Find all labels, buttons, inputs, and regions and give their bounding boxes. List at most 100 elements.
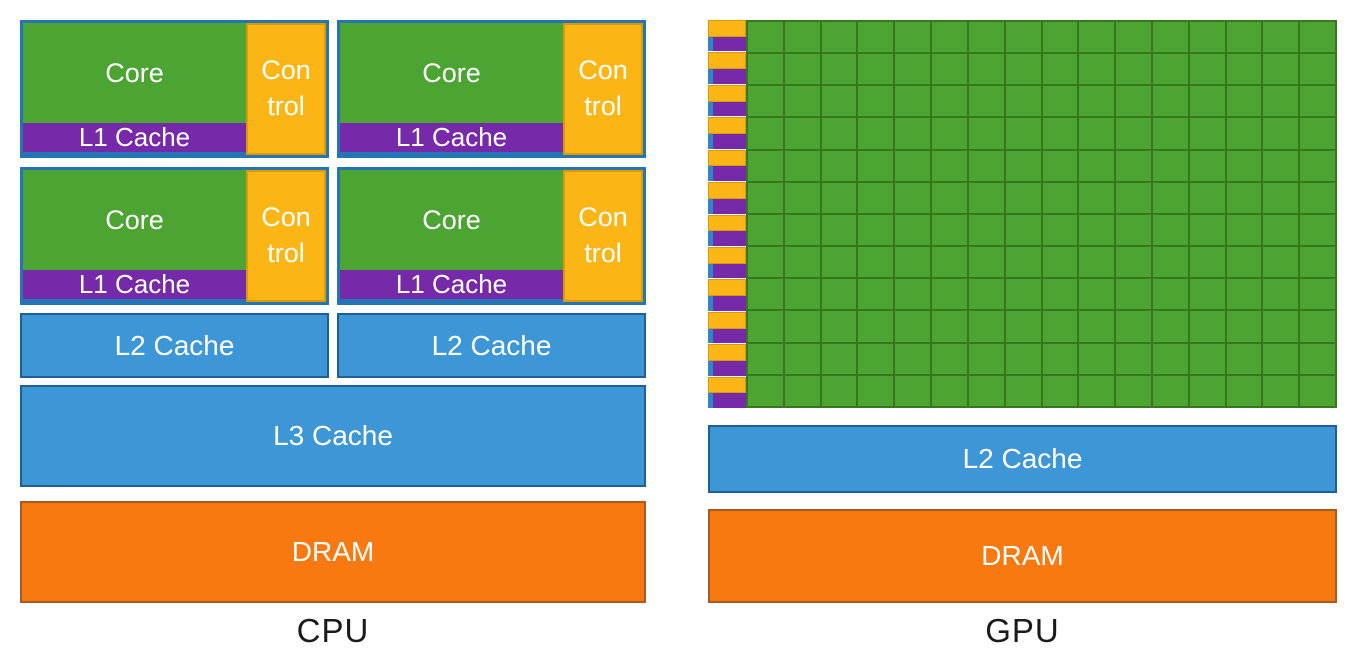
gpu-core-cell	[895, 86, 931, 117]
gpu-core-cell	[1189, 86, 1225, 117]
gpu-core-cell	[748, 118, 783, 149]
gpu-row-control-l1	[708, 149, 746, 182]
gpu-core-cell	[1042, 54, 1078, 85]
gpu-core-cell	[858, 54, 894, 85]
gpu-core-cell	[784, 214, 820, 246]
gpu-core-cell	[1152, 86, 1188, 117]
gpu-row-control-l1	[708, 84, 746, 117]
gpu-core-cell	[1042, 22, 1078, 53]
gpu-core-cell	[1226, 182, 1262, 213]
gpu-core-cell	[858, 279, 894, 310]
gpu-core-cell	[821, 118, 857, 149]
gpu-core-cell	[1152, 182, 1188, 213]
gpu-core-cell	[1042, 118, 1078, 149]
gpu-core-cell	[821, 214, 857, 246]
gpu-core-cell	[1116, 247, 1151, 278]
gpu-core-cell	[1152, 22, 1188, 53]
cpu-l2-cache-block: L2 Cache	[20, 313, 329, 378]
gpu-row-control-l1	[708, 117, 746, 149]
gpu-core-cell	[1042, 86, 1078, 117]
gpu-core-cell	[932, 375, 967, 406]
gpu-l1-mini-block	[708, 231, 746, 246]
gpu-core-cell	[1042, 311, 1078, 342]
gpu-core-cell	[1079, 86, 1115, 117]
gpu-core-cell	[968, 214, 1004, 246]
gpu-core-cell	[748, 279, 783, 310]
gpu-l1-mini-block	[708, 263, 746, 279]
gpu-core-cell	[968, 279, 1004, 310]
gpu-core-cell	[1005, 22, 1041, 53]
gpu-core-cell	[895, 150, 931, 181]
gpu-core-cell	[1300, 182, 1335, 213]
gpu-core-cell	[1263, 182, 1299, 213]
gpu-core-cell	[821, 150, 857, 181]
gpu-core-cell	[1005, 150, 1041, 181]
gpu-core-cell	[895, 343, 931, 374]
gpu-core-cell	[1300, 214, 1335, 246]
gpu-core-cell	[1079, 54, 1115, 85]
gpu-control-mini-block	[708, 52, 746, 70]
gpu-core-cell	[1226, 22, 1262, 53]
cpu-l1-cache-block: L1 Cache	[340, 123, 563, 152]
gpu-core-cell	[821, 86, 857, 117]
gpu-control-mini-block	[708, 20, 746, 37]
gpu-core-cell	[1116, 375, 1151, 406]
gpu-control-mini-block	[708, 84, 746, 102]
gpu-l1-mini-block	[708, 296, 746, 311]
gpu-core-cell	[968, 54, 1004, 85]
cpu-caption: CPU	[296, 612, 370, 649]
gpu-l1-mini-block	[708, 133, 746, 149]
gpu-core-cell	[1116, 214, 1151, 246]
gpu-core-cell	[1189, 150, 1225, 181]
gpu-core-cell	[1079, 311, 1115, 342]
gpu-core-cell	[784, 22, 820, 53]
gpu-core-cell	[784, 118, 820, 149]
gpu-core-cell	[1079, 343, 1115, 374]
gpu-core-cell	[1005, 118, 1041, 149]
gpu-core-cell	[1116, 150, 1151, 181]
gpu-core-cell	[821, 311, 857, 342]
gpu-core-cell	[1189, 54, 1225, 85]
gpu-core-cell	[858, 214, 894, 246]
gpu-row-control-l1	[708, 246, 746, 279]
cpu-core-block: Core	[340, 23, 563, 123]
gpu-core-cell	[1300, 279, 1335, 310]
gpu-core-cell	[784, 182, 820, 213]
gpu-core-cell	[1300, 375, 1335, 406]
cpu-core-tile: Core L1 Cache Con trol	[20, 167, 329, 305]
gpu-core-cell	[858, 247, 894, 278]
gpu-core-cell	[1116, 279, 1151, 310]
gpu-core-cell	[895, 247, 931, 278]
gpu-core-cell	[895, 22, 931, 53]
gpu-core-cell	[858, 150, 894, 181]
gpu-control-mini-block	[708, 182, 746, 199]
gpu-core-cell	[1300, 343, 1335, 374]
cpu-core-tile: Core L1 Cache Con trol	[337, 167, 646, 305]
gpu-core-cell	[1152, 54, 1188, 85]
gpu-core-cell	[1152, 343, 1188, 374]
gpu-core-cell	[1152, 150, 1188, 181]
gpu-core-cell	[1079, 375, 1115, 406]
gpu-core-cell	[1189, 375, 1225, 406]
gpu-core-grid	[746, 20, 1337, 408]
gpu-core-cell	[1116, 86, 1151, 117]
gpu-row-control-l1	[708, 344, 746, 376]
gpu-l1-mini-block	[708, 328, 746, 344]
gpu-core-cell	[858, 375, 894, 406]
gpu-l2-cache-block: L2 Cache	[708, 425, 1337, 493]
gpu-core-cell	[1189, 343, 1225, 374]
gpu-core-cell	[1116, 343, 1151, 374]
gpu-core-cell	[748, 375, 783, 406]
gpu-core-cell	[858, 86, 894, 117]
gpu-core-cell	[1005, 311, 1041, 342]
gpu-core-cell	[1005, 214, 1041, 246]
gpu-core-cell	[1300, 311, 1335, 342]
gpu-control-mini-block	[708, 149, 746, 167]
gpu-core-cell	[1300, 22, 1335, 53]
gpu-core-cell	[1189, 214, 1225, 246]
gpu-l1-mini-block	[708, 166, 746, 182]
cpu-core-tile: Core L1 Cache Con trol	[337, 20, 646, 158]
gpu-core-cell	[968, 343, 1004, 374]
gpu-core-cell	[1263, 247, 1299, 278]
